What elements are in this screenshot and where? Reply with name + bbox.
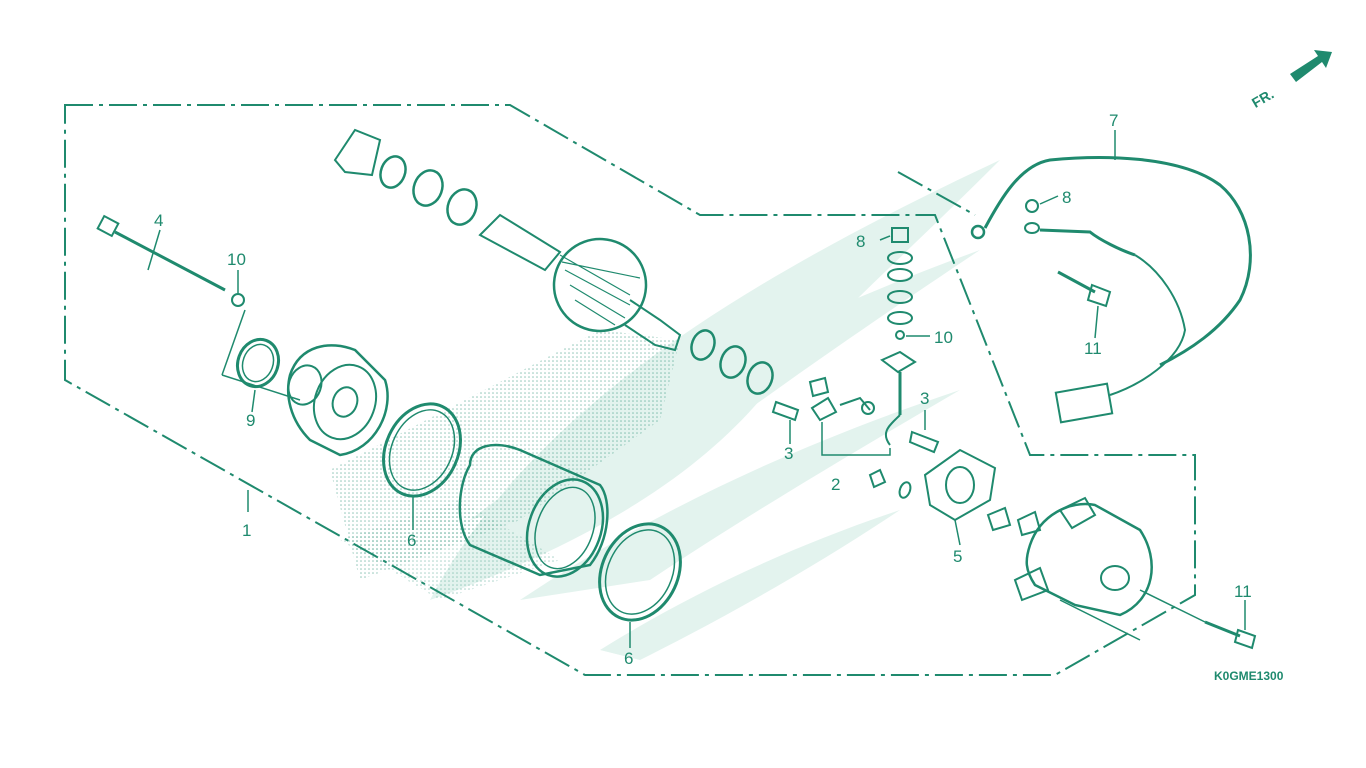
callout-labels: 1 2 3 3 4 5 6 6 7 8 8 9 10 10 11 11 xyxy=(154,111,1252,668)
assembly-outline xyxy=(64,104,1196,676)
part-11-bolt-lower xyxy=(1204,620,1257,650)
part-7-starter-cable xyxy=(970,156,1252,424)
callout-1: 1 xyxy=(242,521,251,540)
part-4-bolt xyxy=(96,214,226,292)
armature xyxy=(478,213,682,352)
front-direction-arrow: FR. xyxy=(1249,50,1332,111)
part-9-oring xyxy=(235,337,281,389)
callout-3-right: 3 xyxy=(920,389,929,408)
callout-6-lower: 6 xyxy=(624,649,633,668)
callout-3-left: 3 xyxy=(784,444,793,463)
front-label: FR. xyxy=(1249,86,1277,111)
callout-7: 7 xyxy=(1109,111,1118,130)
callout-5: 5 xyxy=(953,547,962,566)
callout-2: 2 xyxy=(831,475,840,494)
bracket-2 xyxy=(821,422,891,456)
shading-area xyxy=(330,330,680,600)
shaft-washers-lower xyxy=(690,329,774,395)
callout-8-left: 8 xyxy=(856,232,865,251)
callout-9: 9 xyxy=(246,411,255,430)
part-6-oring-lower xyxy=(598,522,682,622)
part-11-bolt-upper xyxy=(1057,270,1112,308)
callout-11-lower: 11 xyxy=(1234,582,1252,601)
leader-lines xyxy=(147,130,1246,648)
callout-8-right: 8 xyxy=(1062,188,1071,207)
terminal-stack xyxy=(880,227,917,446)
part-5-brush-holder xyxy=(923,448,1042,537)
callout-11-upper: 11 xyxy=(1084,339,1102,358)
part-3-screws xyxy=(771,400,940,454)
callout-10-left: 10 xyxy=(227,250,246,269)
rear-cover xyxy=(286,344,389,457)
bracket-9 xyxy=(221,309,301,401)
diagram-code: K0GME1300 xyxy=(1214,669,1284,683)
front-housing xyxy=(1013,496,1206,641)
part-10-washer xyxy=(231,293,245,307)
callout-10-right: 10 xyxy=(934,328,953,347)
callout-6-upper: 6 xyxy=(407,531,416,550)
motor-yoke xyxy=(458,443,609,578)
shaft-washers-top xyxy=(333,128,478,226)
part-6-oring-upper xyxy=(382,402,462,498)
part-2-brush-terminal xyxy=(808,376,912,499)
callout-4: 4 xyxy=(154,211,163,230)
